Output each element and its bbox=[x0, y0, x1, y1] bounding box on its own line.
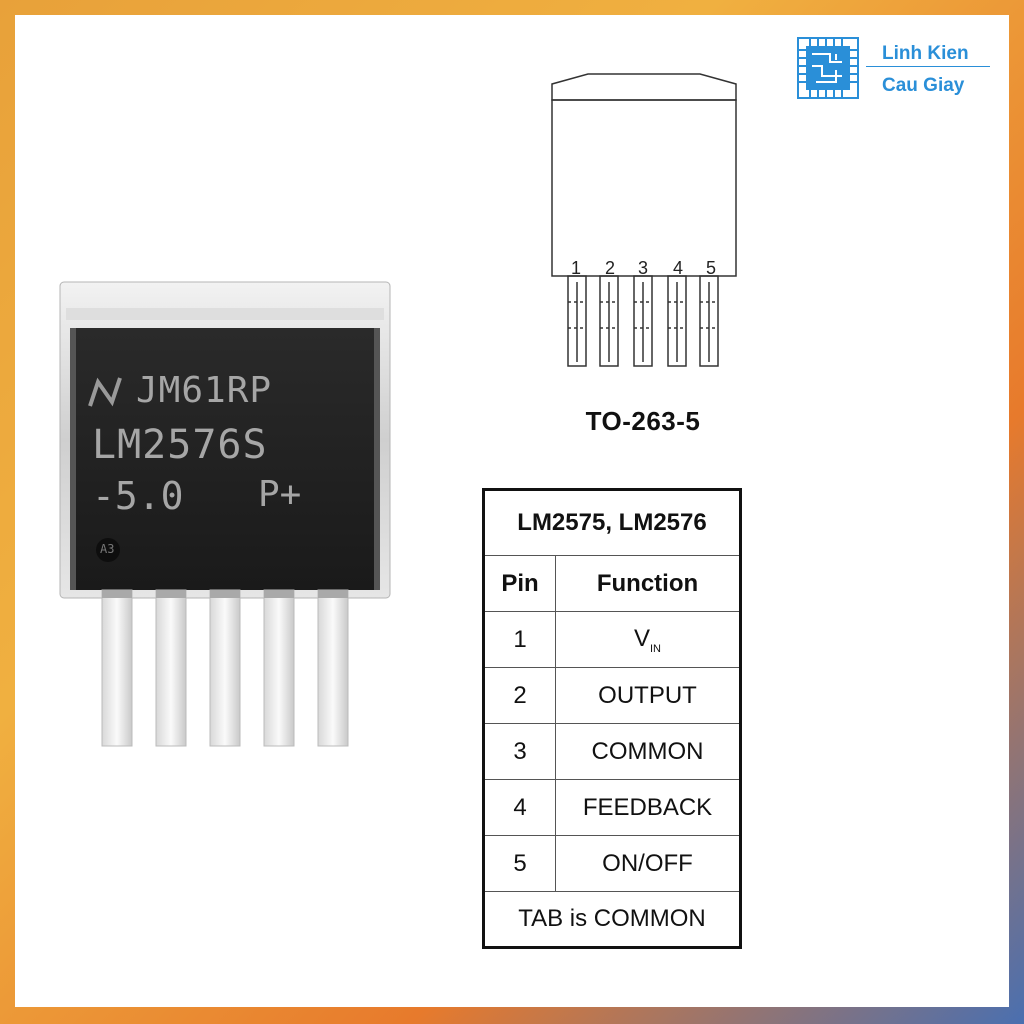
brand-line-1: Linh Kien bbox=[882, 43, 969, 64]
table-footer: TAB is COMMON bbox=[483, 891, 741, 948]
function-cell: FEEDBACK bbox=[555, 779, 741, 836]
lm2576-chip-photo: JM61RP LM2576S -5.0 P+ A3 bbox=[58, 278, 394, 748]
header-pin: Pin bbox=[483, 555, 556, 612]
chip-marking-line-2: LM2576S bbox=[92, 422, 268, 468]
function-cell: VIN bbox=[555, 611, 741, 668]
chip-mold-mark-text: A3 bbox=[100, 542, 115, 556]
chip-body bbox=[70, 328, 380, 590]
package-name: TO-263-5 bbox=[585, 406, 701, 436]
pin-function-table: LM2575, LM2576 Pin Function 1 VIN 2 OUTP… bbox=[482, 488, 742, 949]
brand-logo: Linh Kien Cau Giay bbox=[796, 36, 996, 100]
pin-number-label: 2 bbox=[605, 258, 615, 278]
circuit-chip-icon bbox=[797, 37, 859, 99]
table-row: 4 FEEDBACK bbox=[483, 779, 741, 836]
table-footer-row: TAB is COMMON bbox=[483, 891, 741, 948]
chip-marking-suffix: P+ bbox=[258, 474, 302, 515]
mold-mark bbox=[96, 538, 120, 562]
pin-number-label: 4 bbox=[673, 258, 683, 278]
pin-number-label: 5 bbox=[706, 258, 716, 278]
package-leads bbox=[567, 275, 719, 367]
chip-leads bbox=[101, 589, 349, 747]
pin-cell: 3 bbox=[483, 723, 556, 780]
pin-cell: 4 bbox=[483, 779, 556, 836]
table-header-row: Pin Function bbox=[483, 555, 741, 612]
pin-number-label: 3 bbox=[638, 258, 648, 278]
function-cell: ON/OFF bbox=[555, 835, 741, 892]
brand-divider bbox=[866, 66, 990, 67]
chip-marking-line-1: JM61RP bbox=[136, 370, 273, 411]
function-subscript: IN bbox=[650, 642, 661, 655]
pin-cell: 5 bbox=[483, 835, 556, 892]
to263-5-outline-drawing: 1 2 3 4 5 bbox=[548, 72, 738, 372]
package-body-outline bbox=[551, 99, 737, 277]
table-row: 5 ON/OFF bbox=[483, 835, 741, 892]
national-semiconductor-logo-icon bbox=[88, 377, 122, 407]
table-title-row: LM2575, LM2576 bbox=[483, 489, 741, 556]
function-cell: COMMON bbox=[555, 723, 741, 780]
function-text: V bbox=[633, 624, 650, 652]
function-cell: OUTPUT bbox=[555, 667, 741, 724]
chip-marking-line-3: -5.0 bbox=[92, 474, 184, 518]
header-function: Function bbox=[555, 555, 741, 612]
table-row: 1 VIN bbox=[483, 611, 741, 668]
table-row: 2 OUTPUT bbox=[483, 667, 741, 724]
pin-number-label: 1 bbox=[571, 258, 581, 278]
table-row: 3 COMMON bbox=[483, 723, 741, 780]
pin-cell: 2 bbox=[483, 667, 556, 724]
brand-line-2: Cau Giay bbox=[882, 75, 965, 96]
pin-cell: 1 bbox=[483, 611, 556, 668]
package-tab-outline bbox=[551, 73, 737, 101]
table-title: LM2575, LM2576 bbox=[483, 489, 741, 556]
brand-name: Linh Kien Cau Giay bbox=[882, 40, 969, 100]
